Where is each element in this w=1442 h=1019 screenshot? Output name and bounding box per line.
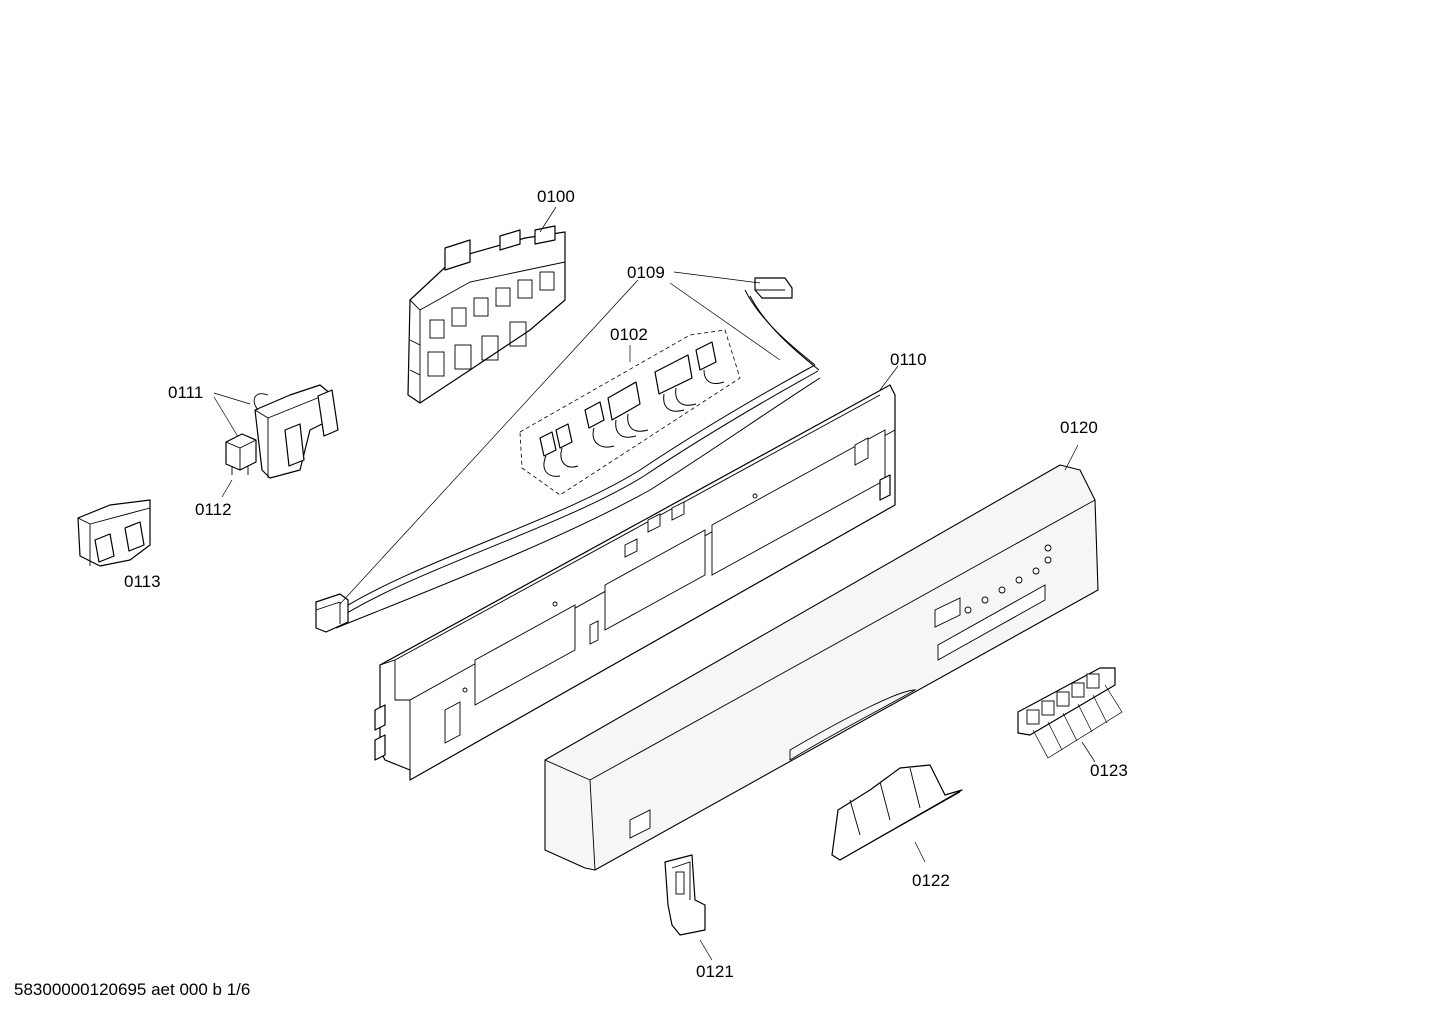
part-0123-button-strip[interactable] [1017,667,1123,759]
part-0111-switch-assembly[interactable] [253,384,339,479]
part-0100-control-module[interactable] [407,225,566,404]
leader-0109-c [673,271,761,284]
callout-0112: 0112 [195,500,232,519]
leader-0111-b [213,396,241,441]
callout-0123: 0123 [1090,761,1128,780]
leader-0123 [1081,741,1096,763]
leader-0109-b [669,282,781,361]
leader-0110 [879,365,899,391]
part-0120-front-panel[interactable] [544,464,1099,871]
callout-0111: 0111 [168,383,203,402]
callout-0102: 0102 [610,325,648,344]
callout-0113: 0113 [124,572,161,591]
part-0112-relay[interactable] [225,433,257,475]
callout-0122: 0122 [912,871,950,890]
leader-0111-a [213,392,251,405]
callout-0121: 0121 [696,962,734,981]
part-0121-clip[interactable] [664,854,706,936]
leader-0109-a [339,279,639,605]
part-0102-connector-set[interactable] [519,329,741,496]
callout-0110: 0110 [890,350,927,369]
part-0109-wiring-harness[interactable] [315,277,821,633]
part-0113-switch[interactable] [77,499,151,567]
callout-0120: 0120 [1060,418,1098,437]
leader-0100 [539,206,557,233]
part-0122-handle[interactable] [831,764,963,861]
leader-0122 [914,841,926,863]
callout-0109: 0109 [627,263,665,282]
drawing-reference-code: 58300000120695 aet 000 b 1/6 [14,980,251,999]
callout-0100: 0100 [537,187,575,206]
leader-0112 [221,479,233,498]
leader-0121 [699,939,713,961]
leader-0120 [1064,444,1079,471]
part-0110-inner-frame[interactable] [374,384,896,781]
